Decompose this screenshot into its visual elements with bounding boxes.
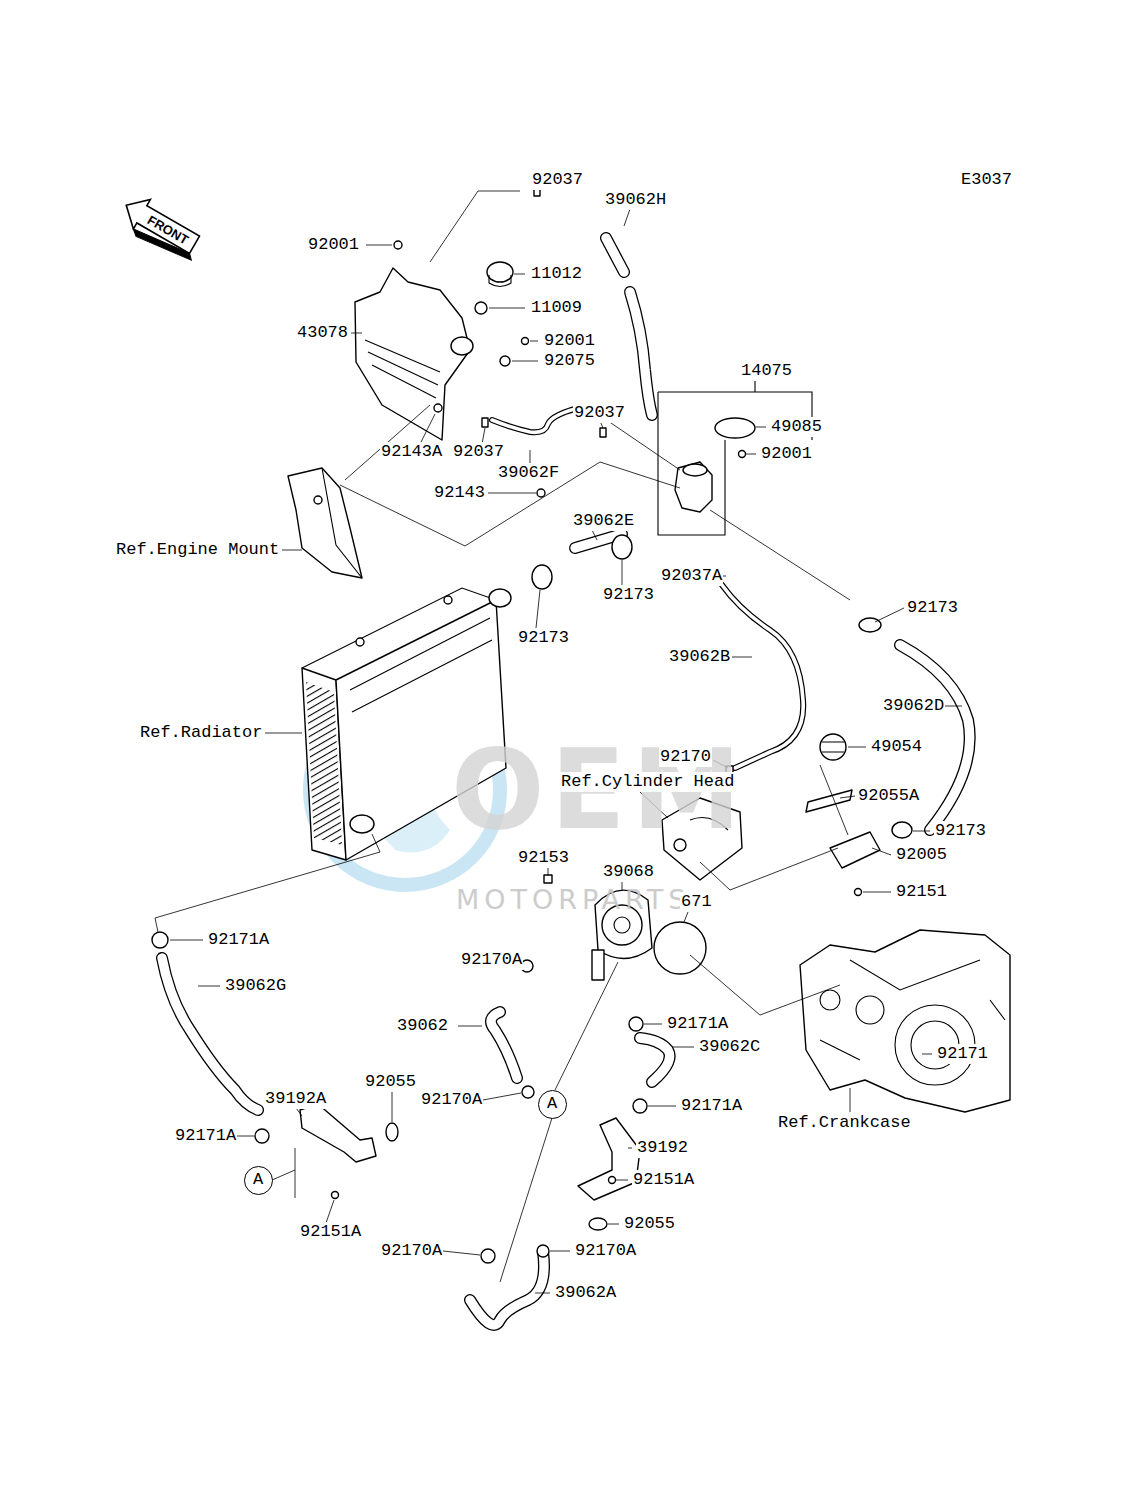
callout-number: 92173 [602,585,655,605]
callout-number: 92171A [174,1126,237,1146]
callout-number: 92037A [660,566,723,586]
callout-number: 39062 [396,1016,449,1036]
callout-number: 92151 [895,882,948,902]
callout-number: 92143A [380,442,443,462]
callout-number: 92037 [531,170,584,190]
callout-number: 92001 [307,235,360,255]
callout-number: 92170A [460,950,523,970]
callout-number: 39062E [572,511,635,531]
callout-number: 92001 [760,444,813,464]
callout-number: 39192 [636,1138,689,1158]
callout-number: 92171A [207,930,270,950]
callout-number: 92037 [452,442,505,462]
callout-number: 92171 [936,1044,989,1064]
reference-label: Ref.Engine Mount [115,540,280,560]
callout-number: 39062H [604,190,667,210]
diagram-code: E3037 [960,170,1013,190]
callout-number: 92001 [543,331,596,351]
reference-label: Ref.Cylinder Head [560,772,735,792]
arrow-shape [117,191,202,260]
callout-number: 92170A [380,1241,443,1261]
callout-number: 49054 [870,737,923,757]
callout-number: 671 [680,892,713,912]
callout-number: 92005 [895,845,948,865]
node-text: A [245,1167,272,1193]
callout-number: 92171A [680,1096,743,1116]
callout-number: 92143 [433,483,486,503]
front-direction-arrow: FRONT [117,191,202,260]
reference-label: Ref.Crankcase [777,1113,912,1133]
callout-number: 11009 [530,298,583,318]
watermark: MOTORPARTS [455,884,692,916]
callout-number: 92170A [420,1090,483,1110]
callout-number: 39192A [264,1089,327,1109]
reference-label: Ref.Radiator [139,723,263,743]
callout-number: 92037 [573,403,626,423]
connection-marker: A [538,1090,567,1119]
callout-number: 92055 [364,1072,417,1092]
callout-number: 39062B [668,647,731,667]
callout-number: 39062F [497,463,560,483]
callout-number: 39062G [224,976,287,996]
callout-number: 92055 [623,1214,676,1234]
callout-number: 49085 [770,417,823,437]
callout-number: 92173 [934,821,987,841]
callout-number: 92170 [659,747,712,767]
callout-number: 92171A [666,1014,729,1034]
callout-number: 92173 [906,598,959,618]
callout-number: 92170A [574,1241,637,1261]
callout-number: 92153 [517,848,570,868]
callout-number: 11012 [530,264,583,284]
callout-number: 92151A [632,1170,695,1190]
callout-number: 92075 [543,351,596,371]
callout-number: 14075 [740,361,793,381]
callout-number: 39062D [882,696,945,716]
callout-number: 92151A [299,1222,362,1242]
callout-number: 92055A [857,786,920,806]
node-text: A [539,1091,566,1117]
callout-number: 39062C [698,1037,761,1057]
callout-number: 92173 [517,628,570,648]
callout-number: 39062A [554,1283,617,1303]
callout-number: 43078 [296,323,349,343]
callout-number: 39068 [602,862,655,882]
connection-marker: A [244,1166,273,1195]
